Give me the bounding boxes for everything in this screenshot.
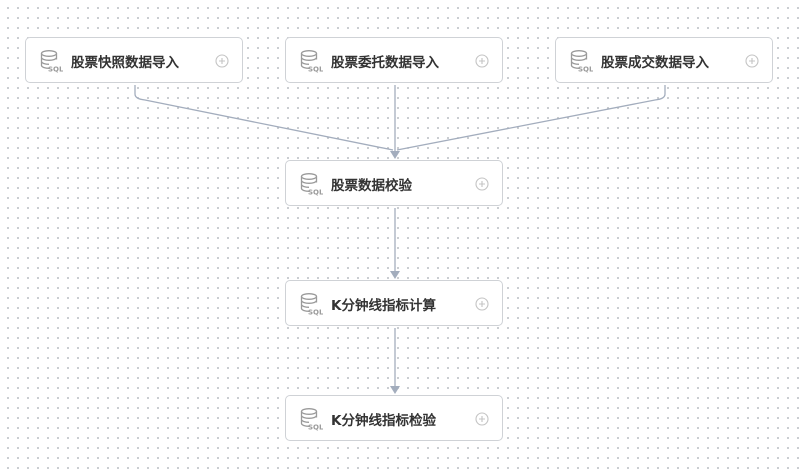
svg-text:SQL: SQL [308, 309, 323, 317]
sql-database-icon: SQL [39, 49, 64, 74]
sql-database-icon: SQL [299, 172, 324, 197]
add-circle-icon[interactable] [745, 53, 759, 68]
add-circle-icon[interactable] [475, 411, 489, 426]
arrow-head [390, 151, 400, 159]
node-kline-calc[interactable]: SQL K分钟线指标计算 [285, 280, 503, 326]
edge-snapshot-to-check [134, 85, 394, 151]
add-circle-icon[interactable] [475, 176, 489, 191]
node-data-check[interactable]: SQL 股票数据校验 [285, 160, 503, 206]
node-kline-verify[interactable]: SQL K分钟线指标检验 [285, 395, 503, 441]
add-circle-icon[interactable] [475, 296, 489, 311]
svg-text:SQL: SQL [578, 66, 593, 74]
add-circle-icon[interactable] [215, 53, 229, 68]
sql-database-icon: SQL [299, 292, 324, 317]
node-label: 股票快照数据导入 [71, 55, 179, 71]
node-label: 股票成交数据导入 [601, 55, 709, 71]
svg-text:SQL: SQL [308, 189, 323, 197]
node-label: 股票数据校验 [331, 178, 412, 194]
node-label: 股票委托数据导入 [331, 55, 439, 71]
svg-text:SQL: SQL [308, 424, 323, 432]
node-order-import[interactable]: SQL 股票委托数据导入 [285, 37, 503, 83]
node-trade-import[interactable]: SQL 股票成交数据导入 [555, 37, 773, 83]
sql-database-icon: SQL [569, 49, 594, 74]
sql-database-icon: SQL [299, 49, 324, 74]
node-label: K分钟线指标计算 [331, 298, 436, 314]
sql-database-icon: SQL [299, 407, 324, 432]
node-label: K分钟线指标检验 [331, 413, 436, 429]
edge-trade-to-check [396, 85, 666, 151]
svg-text:SQL: SQL [308, 66, 323, 74]
arrow-head [390, 386, 400, 394]
add-circle-icon[interactable] [475, 53, 489, 68]
svg-text:SQL: SQL [48, 66, 63, 74]
arrow-head [390, 271, 400, 279]
node-snapshot-import[interactable]: SQL 股票快照数据导入 [25, 37, 243, 83]
